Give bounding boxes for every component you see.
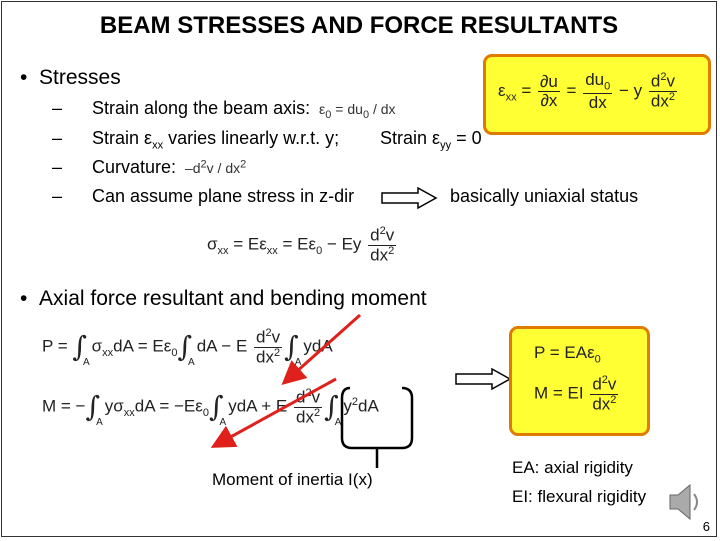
- ei-rigidity-label: EI: flexural rigidity: [512, 487, 647, 506]
- sub-item-curvature: –Curvature: –d2v / dx2: [52, 157, 247, 177]
- ea-rigidity-label: EA: axial rigidity: [512, 458, 633, 477]
- sub-item-strain-xx: –Strain εxx varies linearly w.r.t. y;: [52, 128, 340, 152]
- uniaxial-status: basically uniaxial status: [450, 186, 639, 206]
- implies-arrow-icon: [381, 186, 438, 210]
- bullet-stresses: • Stresses: [20, 66, 121, 89]
- curvature-equation: –d2v / dx2: [181, 158, 247, 176]
- slide-title: BEAM STRESSES AND FORCE RESULTANTS: [99, 12, 619, 39]
- moment-of-inertia-label: Moment of inertia I(x): [212, 470, 373, 489]
- sub-item-strain-axis: –Strain along the beam axis: ε0 = du0 / …: [52, 98, 396, 121]
- page-number: 6: [702, 519, 710, 534]
- bullet-axial-label: Axial force resultant and bending moment: [39, 287, 427, 310]
- sub-item-plane-stress: –Can assume plane stress in z-dir: [52, 186, 355, 206]
- red-arrows: [210, 313, 361, 448]
- bullet-axial: • Axial force resultant and bending mome…: [20, 287, 427, 310]
- red-arrow-to-ydA-axial: [281, 313, 361, 385]
- strain-axis-equation: ε0 = du0 / dx: [315, 101, 396, 121]
- axial-result-equation: P = EAε0: [534, 343, 601, 366]
- red-arrow-to-ydA-moment: [210, 377, 337, 448]
- result-arrow-icon: [455, 367, 512, 391]
- sub-item-strain-yy: Strain εyy = 0: [380, 128, 482, 152]
- inertia-bracket: [340, 386, 414, 468]
- bending-moment-equation: M = −∫AyσxxdA = −Eε0∫AydA + E d2vdx2∫Ay2…: [42, 387, 379, 429]
- speaker-icon[interactable]: [664, 480, 704, 524]
- bullet-stresses-label: Stresses: [39, 66, 121, 89]
